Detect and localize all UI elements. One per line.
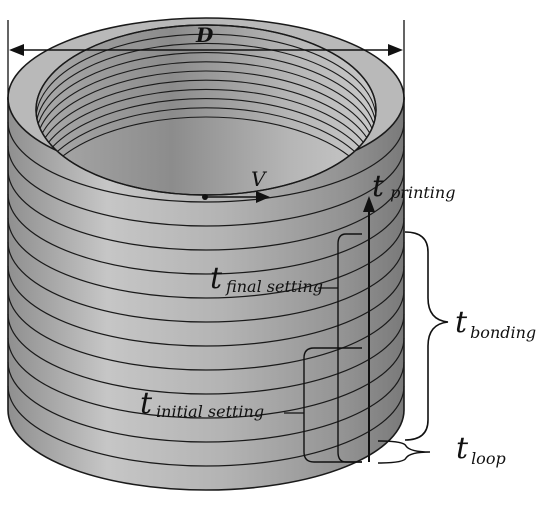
loop-curly-brace <box>377 440 431 464</box>
outer-layer-line <box>7 169 405 251</box>
inner-layer-line <box>36 79 376 166</box>
outer-layer-line <box>7 385 405 467</box>
outer-layer-line <box>7 217 405 299</box>
inner-layer-line <box>36 70 376 157</box>
outer-layer-line <box>7 313 405 395</box>
outer-layer-line <box>7 241 405 323</box>
t-final-setting-sub: final setting <box>225 277 323 296</box>
t-printing-base: t <box>372 169 385 204</box>
outer-layer-line <box>7 337 405 419</box>
inner-layer-line <box>36 33 376 120</box>
t-final-setting-base: t <box>210 261 223 296</box>
t-initial-setting-sub: initial setting <box>156 402 264 421</box>
velocity-label: V <box>251 167 268 191</box>
outer-layer-line <box>7 193 405 275</box>
t-loop-sub: loop <box>471 449 506 468</box>
diameter-arrowhead-right <box>388 44 403 56</box>
t-printing-sub: printing <box>390 183 455 202</box>
bonding-curly-brace <box>404 231 449 441</box>
outer-layer-line <box>7 265 405 347</box>
initial-setting-bracket <box>303 347 362 463</box>
t-printing-label: t printing <box>372 169 455 204</box>
outer-layer-line <box>7 145 405 227</box>
t-initial-setting-base: t <box>140 386 153 421</box>
inner-layer-line <box>36 88 376 175</box>
printing-time-arrowhead <box>363 196 375 212</box>
outer-layer-lines <box>7 121 405 467</box>
inner-layer-line <box>36 98 376 184</box>
outer-layer-line <box>7 361 405 443</box>
t-bonding-sub: bonding <box>470 323 536 342</box>
outer-layer-line <box>7 121 405 203</box>
outer-layer-line <box>7 289 405 371</box>
velocity-arrowhead <box>256 191 270 203</box>
t-bonding-base: t <box>455 305 468 340</box>
t-loop-base: t <box>456 431 469 466</box>
inner-layer-line <box>36 61 376 147</box>
inner-layer-line <box>36 52 376 138</box>
diameter-arrowhead-left <box>9 44 24 56</box>
diameter-label: D <box>195 23 214 47</box>
inner-layer-line <box>36 42 376 129</box>
